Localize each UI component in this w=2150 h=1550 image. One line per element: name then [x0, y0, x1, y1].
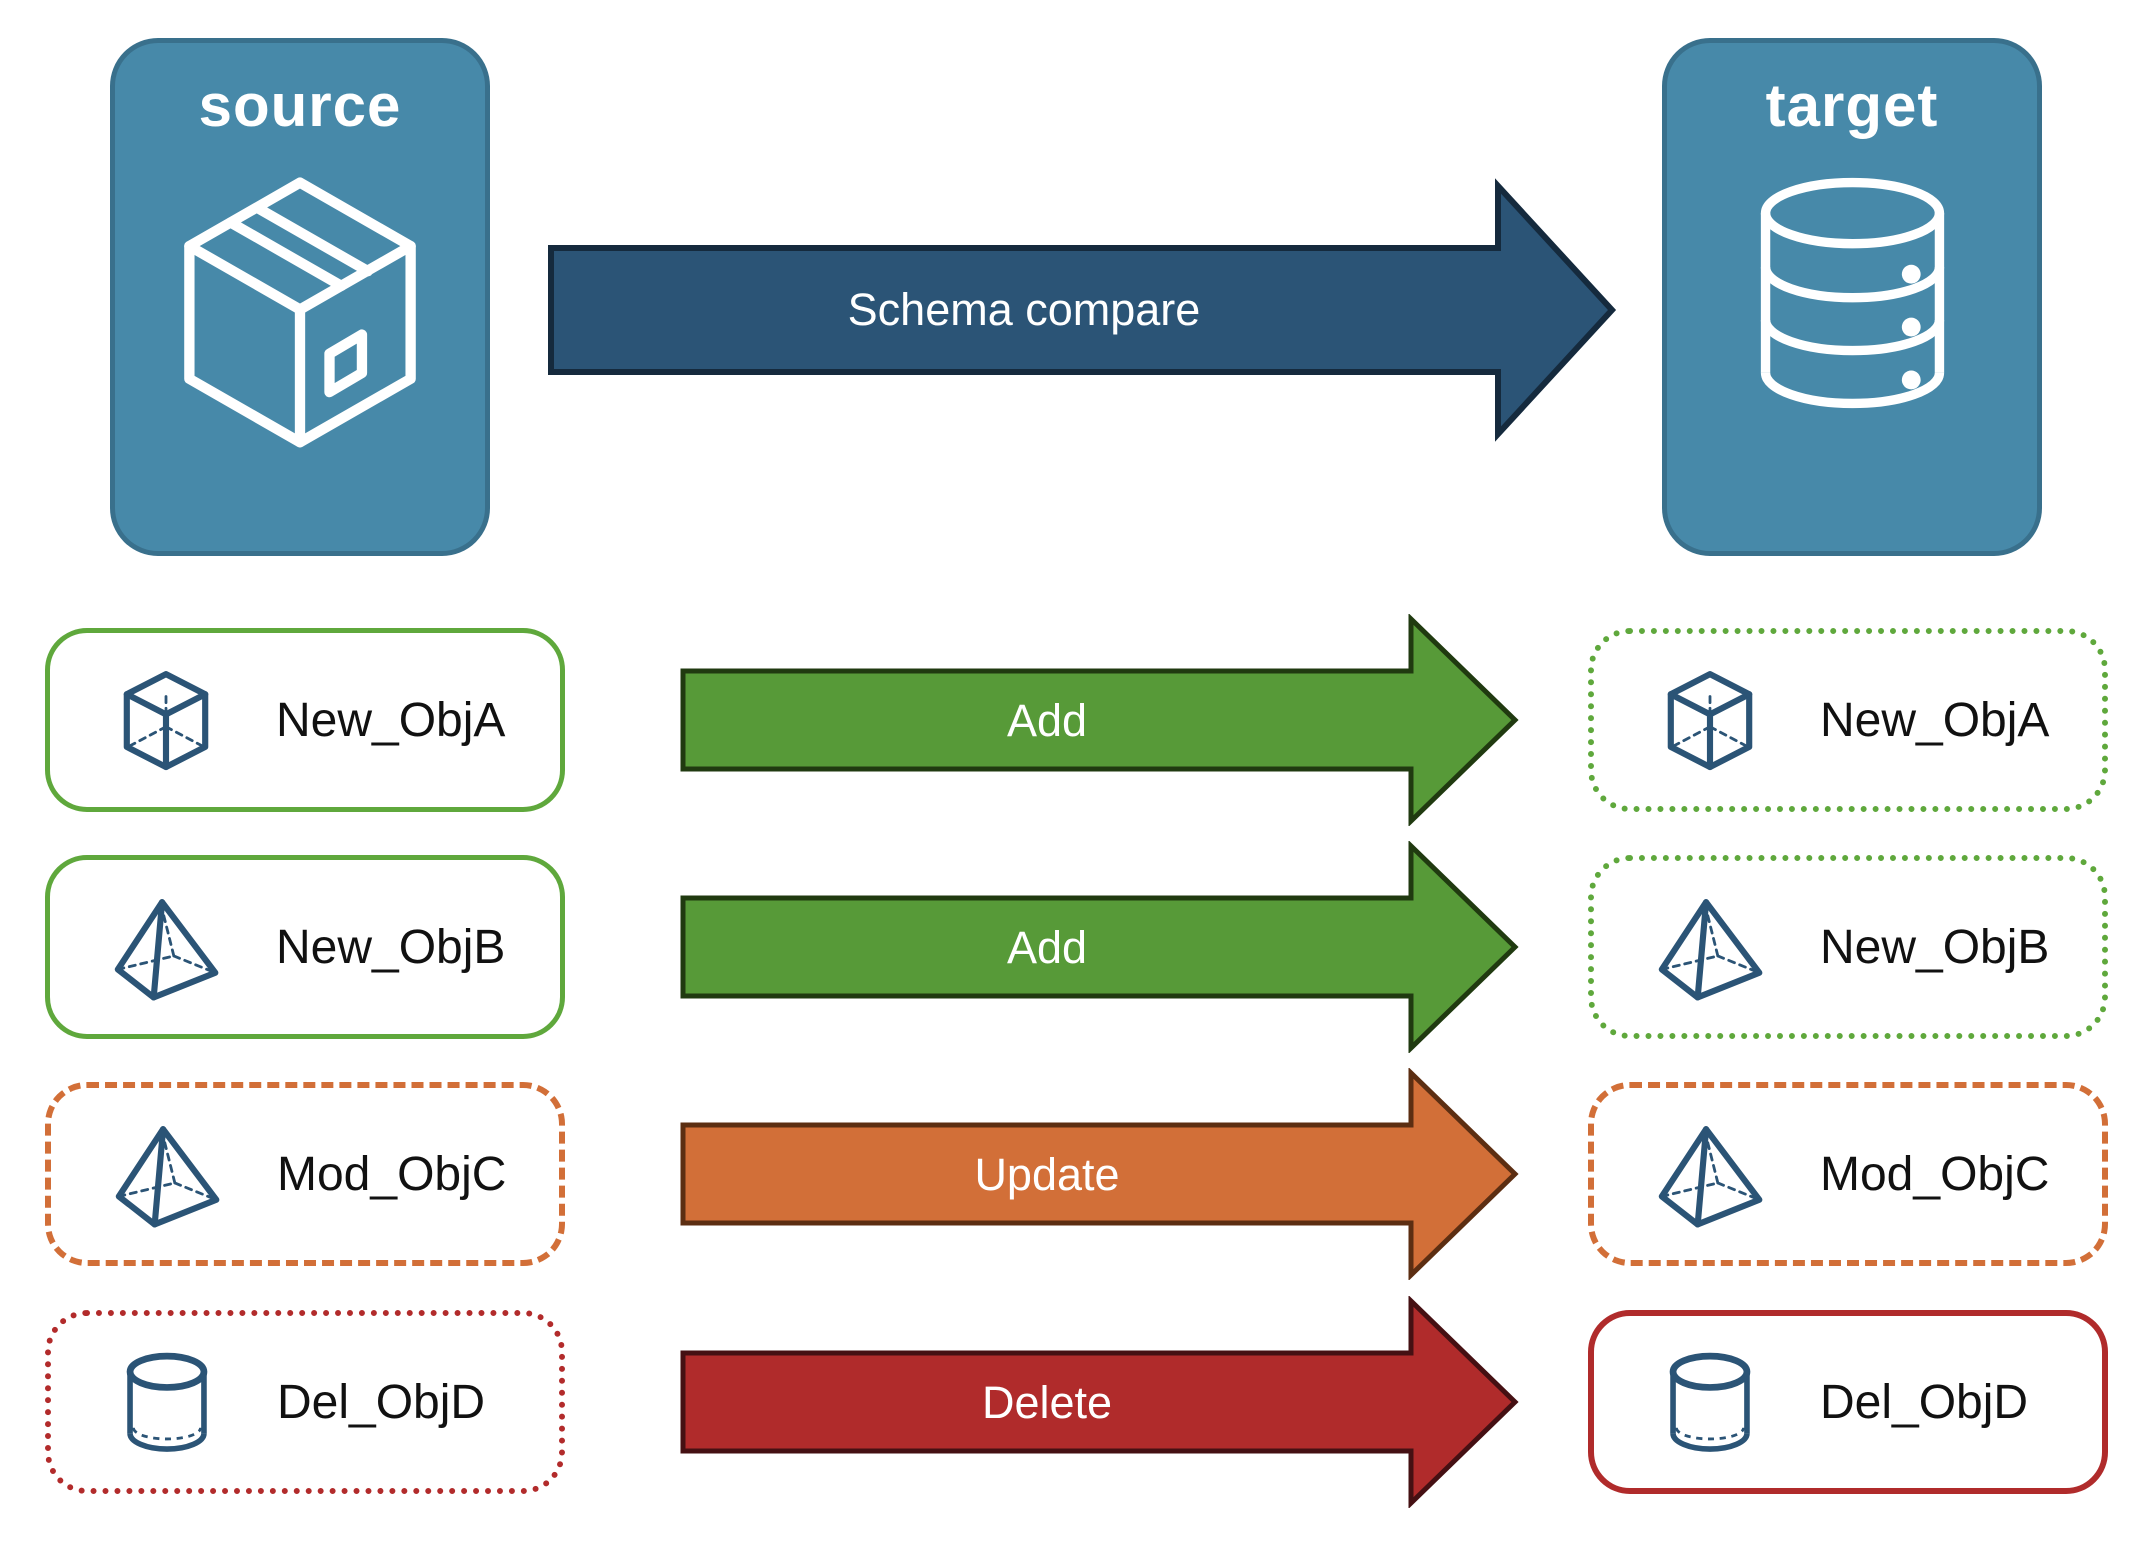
row-mod-objc: Mod_ObjC Update Mod_ObjC: [0, 1068, 2150, 1280]
package-box-icon: [150, 162, 450, 457]
object-name-label: Del_ObjD: [1820, 1375, 2029, 1429]
pyramid-icon: [1654, 891, 1766, 1003]
source-node: source: [110, 38, 490, 556]
object-name-label: Del_ObjD: [277, 1375, 486, 1429]
action-arrow-label: Add: [1007, 695, 1087, 746]
action-arrow-label: Add: [1007, 922, 1087, 973]
target-object-card: New_ObjA: [1588, 628, 2108, 812]
target-object-card: New_ObjB: [1588, 855, 2108, 1039]
pyramid-icon: [1654, 1118, 1766, 1230]
row-del-objd: Del_ObjD Delete Del_ObjD: [0, 1296, 2150, 1508]
database-icon: [1735, 162, 1970, 424]
add-arrow: Add: [680, 841, 1519, 1053]
object-name-label: New_ObjA: [1820, 693, 2050, 747]
row-new-objb: New_ObjB Add New_ObjB: [0, 841, 2150, 1053]
update-arrow: Update: [680, 1068, 1519, 1280]
source-object-card: New_ObjB: [45, 855, 565, 1039]
cube-icon: [110, 664, 222, 776]
cylinder-icon: [1654, 1346, 1766, 1458]
source-node-label: source: [198, 72, 402, 139]
schema-compare-arrow: Schema compare: [548, 178, 1617, 442]
row-new-obja: New_ObjA Add New_ObjA: [0, 614, 2150, 826]
target-object-card: Mod_ObjC: [1588, 1082, 2108, 1266]
object-name-label: New_ObjB: [1820, 920, 2050, 974]
target-node: target: [1662, 38, 2042, 556]
object-name-label: New_ObjA: [276, 693, 506, 747]
target-node-label: target: [1765, 72, 1939, 139]
source-object-card: Mod_ObjC: [45, 1082, 565, 1266]
add-arrow: Add: [680, 614, 1519, 826]
pyramid-icon: [110, 891, 222, 1003]
object-name-label: Mod_ObjC: [277, 1147, 507, 1201]
object-name-label: Mod_ObjC: [1820, 1147, 2050, 1201]
cylinder-icon: [111, 1346, 223, 1458]
target-object-card: Del_ObjD: [1588, 1310, 2108, 1494]
pyramid-icon: [111, 1118, 223, 1230]
cube-icon: [1654, 664, 1766, 776]
action-arrow-label: Delete: [982, 1377, 1112, 1428]
action-arrow-label: Update: [974, 1149, 1119, 1200]
delete-arrow: Delete: [680, 1296, 1519, 1508]
source-object-card: New_ObjA: [45, 628, 565, 812]
source-object-card: Del_ObjD: [45, 1310, 565, 1494]
object-name-label: New_ObjB: [276, 920, 506, 974]
schema-compare-label: Schema compare: [848, 284, 1201, 335]
